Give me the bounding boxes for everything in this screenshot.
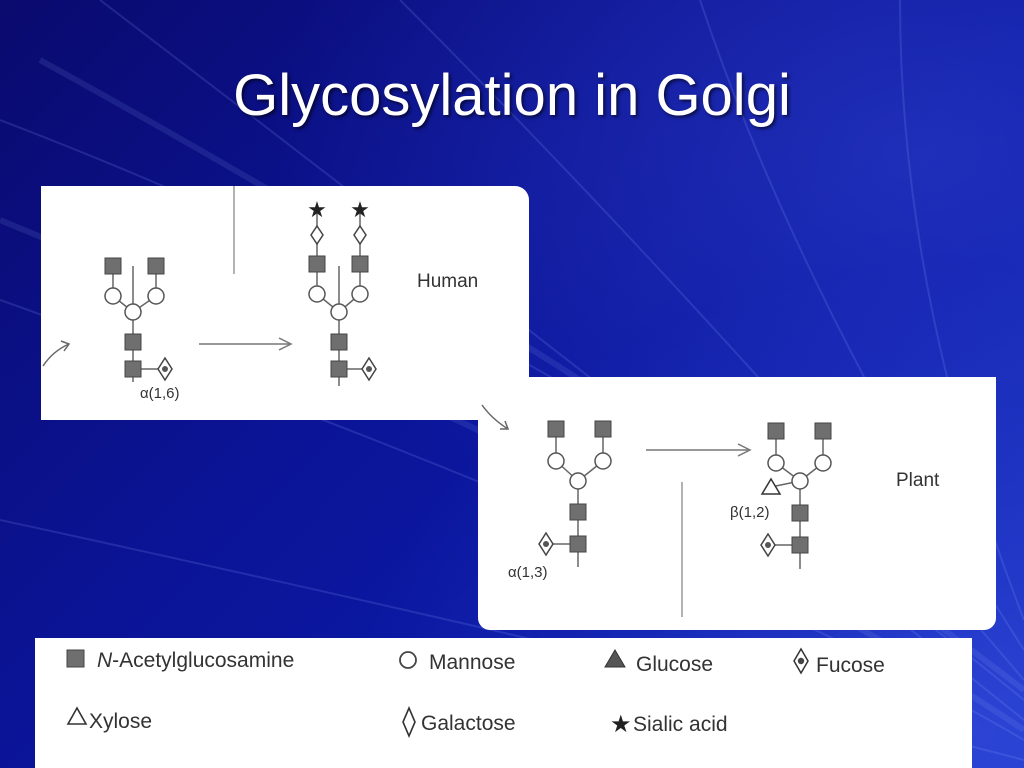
incoming-arrow: [481, 404, 509, 430]
legend-item-fucose: Fucose: [793, 647, 885, 677]
plant-core-linkage-label: α(1,3): [508, 564, 548, 581]
glcnac-square: [147, 257, 165, 275]
xylose-triangle: [760, 477, 782, 495]
legend-item-glcnac: N-Acetylglucosamine: [66, 649, 294, 672]
legend-item-xylose: Xylose: [66, 706, 152, 733]
human-glycan-panel: α(1,6) ★ ★ Human: [41, 186, 529, 420]
legend-fucose-label: Fucose: [816, 654, 885, 677]
mannose-circle: [547, 452, 565, 470]
legend: N-Acetylglucosamine Mannose Glucose Fuco…: [66, 647, 885, 739]
mannose-circle: [104, 287, 122, 305]
glcnac-square: [308, 255, 326, 273]
legend-glucose-label: Glucose: [636, 653, 713, 676]
slide-title: Glycosylation in Golgi: [233, 63, 791, 128]
glucose-triangle-icon: [604, 649, 626, 668]
human-linkage-label: α(1,6): [140, 385, 180, 402]
glcnac-square: [791, 536, 809, 554]
plant-glycan-diagram: α(1,3) β(1,2) Plant: [481, 404, 940, 617]
sialic-acid-star: ★: [307, 197, 327, 222]
legend-galactose-label: Galactose: [421, 712, 516, 735]
svg-text:N-Acetylglucosamine: N-Acetylglucosamine: [97, 649, 294, 672]
legend-item-galactose: Galactose: [402, 705, 516, 739]
glcnac-square-icon: [66, 649, 85, 668]
glcnac-square: [330, 333, 348, 351]
plant-xylose-linkage-label: β(1,2): [730, 504, 769, 521]
glcnac-square: [330, 360, 348, 378]
legend-glcnac-label: -Acetylglucosamine: [112, 649, 294, 672]
incoming-arrow: [42, 343, 70, 367]
legend-xylose-label: Xylose: [89, 710, 152, 733]
mannose-circle-icon: [399, 651, 417, 669]
mannose-circle: [791, 472, 809, 490]
plant-label: Plant: [896, 470, 940, 491]
plant-glycan-before: α(1,3): [508, 420, 612, 581]
glcnac-square: [569, 535, 587, 553]
xylose-triangle-icon: [66, 706, 88, 725]
plant-glycan-panel: α(1,3) β(1,2) Plant: [478, 377, 996, 630]
glcnac-square: [594, 420, 612, 438]
legend-mannose-label: Mannose: [429, 651, 515, 674]
galactose-diamond-icon: [402, 705, 416, 739]
galactose-diamond: [310, 224, 324, 246]
mannose-circle: [814, 454, 832, 472]
galactose-diamond: [353, 224, 367, 246]
legend-item-glucose: Glucose: [604, 649, 713, 676]
mannose-circle: [351, 285, 369, 303]
human-label: Human: [417, 271, 478, 292]
legend-sialic-label: Sialic acid: [633, 713, 728, 736]
legend-glcnac-prefix: N: [97, 649, 113, 672]
legend-item-sialic-acid: ★ Sialic acid: [610, 711, 728, 738]
glcnac-square: [547, 420, 565, 438]
mannose-circle: [594, 452, 612, 470]
glcnac-square: [791, 504, 809, 522]
mannose-circle: [124, 303, 142, 321]
glcnac-square: [569, 503, 587, 521]
human-glycan-diagram: α(1,6) ★ ★ Human: [42, 186, 478, 402]
mannose-circle: [569, 472, 587, 490]
mannose-circle: [147, 287, 165, 305]
mannose-circle: [767, 454, 785, 472]
glcnac-square: [351, 255, 369, 273]
glcnac-square: [767, 422, 785, 440]
mannose-circle: [330, 303, 348, 321]
glcnac-square: [124, 360, 142, 378]
plant-glycan-after: β(1,2): [730, 422, 832, 569]
glcnac-square: [814, 422, 832, 440]
glcnac-square: [124, 333, 142, 351]
glcnac-square: [104, 257, 122, 275]
human-glycan-before: α(1,6): [104, 257, 180, 402]
legend-panel: N-Acetylglucosamine Mannose Glucose Fuco…: [35, 638, 972, 768]
legend-item-mannose: Mannose: [399, 651, 515, 674]
mannose-circle: [308, 285, 326, 303]
sialic-acid-star: ★: [350, 197, 370, 222]
human-glycan-after: ★ ★: [307, 197, 377, 386]
star-icon: ★: [610, 711, 632, 738]
